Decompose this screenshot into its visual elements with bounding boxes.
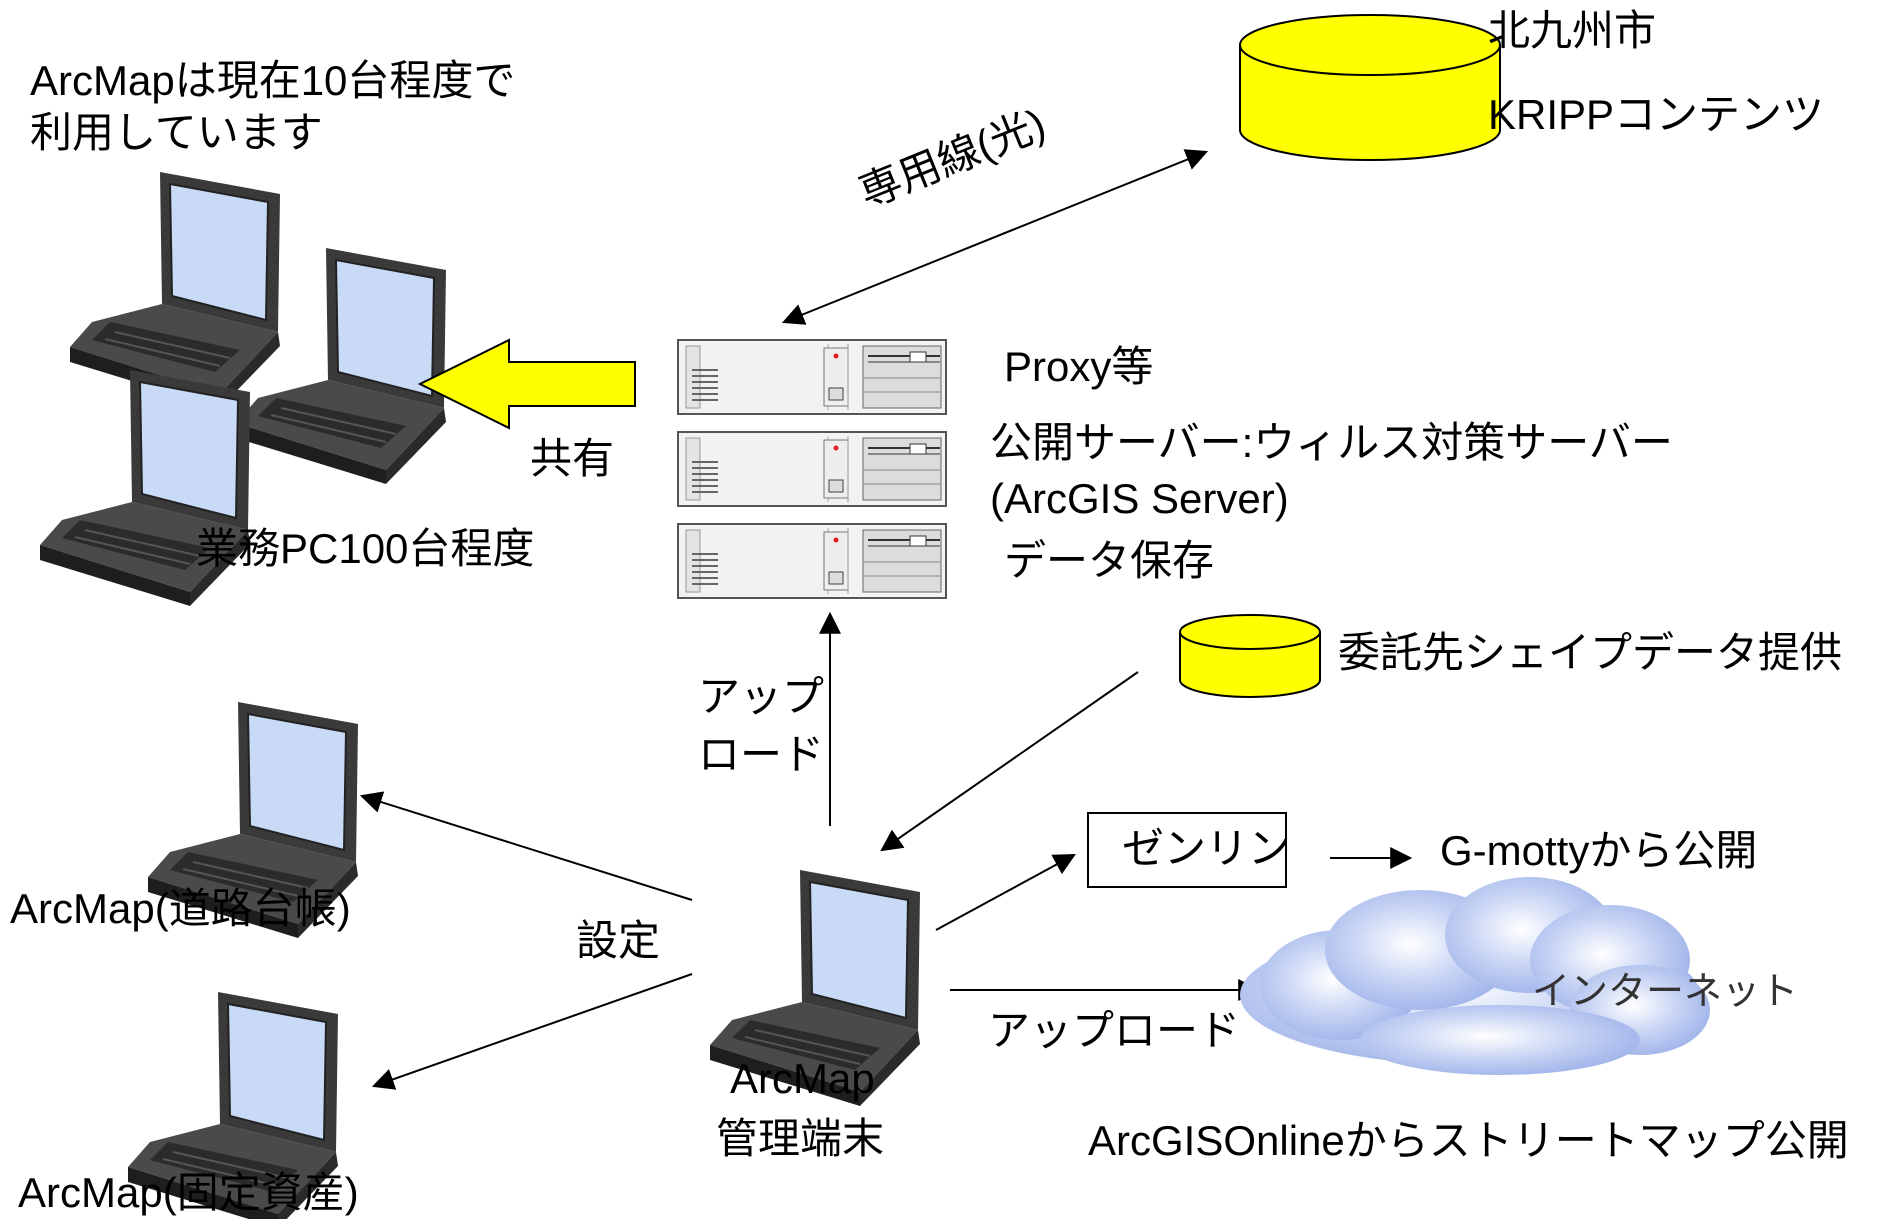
contractor-arrow xyxy=(880,671,1139,852)
settings-arrow-road xyxy=(359,791,693,901)
arcmap-note-line2: 利用しています xyxy=(30,109,323,156)
database-cylinder-icon xyxy=(1179,614,1321,698)
arcgis-server-label: (ArcGIS Server) xyxy=(990,475,1289,522)
arcmap-note-line1: ArcMapは現在10台程度で xyxy=(30,57,516,104)
data-storage-label: データ保存 xyxy=(1004,537,1215,584)
shared-arrow xyxy=(417,338,636,430)
dedicated-line-arrow xyxy=(781,149,1209,325)
upload-horizontal-label: アップロード xyxy=(988,1007,1241,1054)
arcmap-admin-line1: ArcMap xyxy=(730,1055,875,1102)
proxy-label: Proxy等 xyxy=(1004,343,1154,390)
rack-server-icon xyxy=(677,431,947,507)
business-pcs-label: 業務PC100台程度 xyxy=(196,525,535,572)
contractor-shape-label: 委託先シェイプデータ提供 xyxy=(1338,629,1843,676)
upload-vertical-line2: ロード xyxy=(698,731,825,778)
arcmap-road-label: ArcMap(道路台帳) xyxy=(10,885,351,932)
database-cylinder-icon xyxy=(1239,14,1501,161)
internet-label: インターネット xyxy=(1532,971,1799,1013)
city-name: 北九州市 xyxy=(1488,7,1657,54)
upload-vertical-line1: アップ xyxy=(698,673,825,720)
arcmap-admin-line2: 管理端末 xyxy=(716,1115,885,1162)
settings-arrow-asset xyxy=(371,973,693,1090)
kripp-contents: KRIPPコンテンツ xyxy=(1488,91,1825,138)
public-server-label: 公開サーバー:ウィルス対策サーバー xyxy=(990,419,1673,466)
zenrin-label: ゼンリン xyxy=(1122,825,1291,872)
arcgis-online-label: ArcGISOnlineからストリートマップ公開 xyxy=(1088,1117,1849,1164)
shared-label: 共有 xyxy=(530,435,615,482)
cloud-icon xyxy=(1240,877,1710,1075)
zenrin-arrow xyxy=(935,853,1076,931)
laptop-icon xyxy=(69,171,281,409)
settings-label: 設定 xyxy=(576,917,661,964)
rack-server-icon xyxy=(677,523,947,599)
rack-server-icon xyxy=(677,339,947,415)
zenrin-box xyxy=(1087,812,1287,888)
gmotty-label: G-mottyから公開 xyxy=(1440,827,1758,874)
arcmap-asset-label: ArcMap(固定資産) xyxy=(18,1169,359,1216)
